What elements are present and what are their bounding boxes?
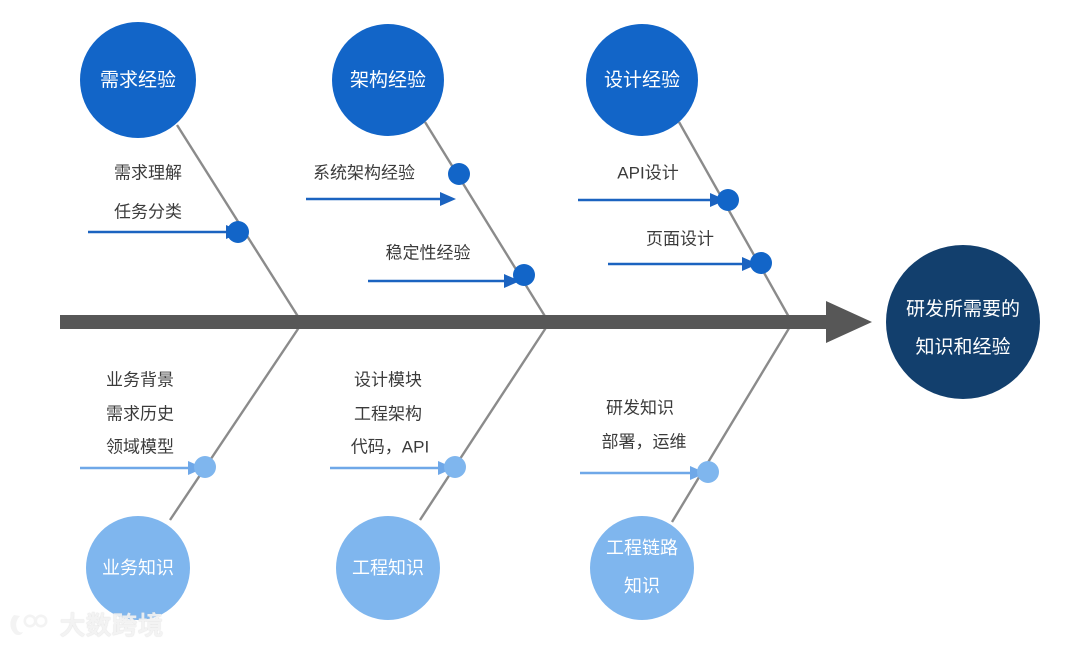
category-label-design: 设计经验 bbox=[604, 69, 680, 91]
cause-label-page-design: 页面设计 bbox=[646, 229, 714, 248]
cause-label-engineering-2: 工程架构 bbox=[354, 404, 422, 423]
category-circle-engineering[interactable] bbox=[336, 516, 440, 620]
category-circle-architecture[interactable] bbox=[332, 24, 444, 136]
cause-label-api-design: API设计 bbox=[617, 163, 678, 182]
spine-bar bbox=[60, 301, 872, 343]
dot-business bbox=[194, 456, 216, 478]
cause-label-business-1: 业务背景 bbox=[106, 370, 174, 389]
bone-dots bbox=[194, 163, 772, 483]
dot-requirement bbox=[227, 221, 249, 243]
lower-cause-labels: 业务背景 需求历史 领域模型 设计模块 工程架构 代码，API 研发知识 部署，… bbox=[106, 370, 687, 456]
category-node-design[interactable]: 设计经验 bbox=[586, 24, 698, 136]
cause-label-engineering-3: 代码，API bbox=[351, 437, 429, 456]
category-circle-pipeline[interactable] bbox=[590, 516, 694, 620]
cause-label-requirement-2: 任务分类 bbox=[114, 202, 182, 221]
cause-label-pipeline-2: 部署，运维 bbox=[602, 432, 687, 451]
category-label-requirement: 需求经验 bbox=[100, 69, 176, 91]
cause-label-system-architecture: 系统架构经验 bbox=[313, 163, 415, 182]
bone-line-architecture bbox=[423, 121, 553, 327]
cause-label-engineering-1: 设计模块 bbox=[354, 370, 422, 389]
dot-pipeline bbox=[697, 461, 719, 483]
bone-line-business bbox=[169, 319, 305, 521]
bone-lines bbox=[169, 121, 796, 523]
arrowhead-page-design bbox=[742, 257, 758, 271]
bone-line-engineering bbox=[418, 319, 553, 521]
bone-line-design bbox=[677, 121, 796, 327]
dot-page-design bbox=[750, 252, 772, 274]
category-label-engineering: 工程知识 bbox=[352, 558, 424, 578]
bone-line-pipeline bbox=[670, 319, 796, 523]
upper-cause-arrows bbox=[88, 192, 758, 288]
cause-label-requirement-1: 需求理解 bbox=[114, 163, 182, 182]
result-label-line1: 研发所需要的 bbox=[906, 298, 1020, 320]
lower-category-nodes: 业务知识 工程知识 工程链路 知识 bbox=[86, 516, 694, 620]
result-circle[interactable] bbox=[886, 245, 1040, 399]
category-node-engineering[interactable]: 工程知识 bbox=[336, 516, 440, 620]
category-label-business: 业务知识 bbox=[102, 558, 174, 578]
dot-stability bbox=[513, 264, 535, 286]
category-circle-design[interactable] bbox=[586, 24, 698, 136]
cause-label-business-3: 领域模型 bbox=[106, 437, 174, 456]
category-node-architecture[interactable]: 架构经验 bbox=[332, 24, 444, 136]
upper-cause-labels: 需求理解 任务分类 系统架构经验 稳定性经验 API设计 页面设计 bbox=[114, 163, 714, 262]
category-circle-requirement[interactable] bbox=[80, 22, 196, 138]
dot-system-architecture bbox=[448, 163, 470, 185]
lower-cause-arrows bbox=[80, 461, 706, 480]
category-node-requirement[interactable]: 需求经验 bbox=[80, 22, 196, 138]
result-node[interactable]: 研发所需要的 知识和经验 bbox=[886, 245, 1040, 399]
category-node-pipeline[interactable]: 工程链路 知识 bbox=[590, 516, 694, 620]
upper-category-nodes: 需求经验 架构经验 设计经验 bbox=[80, 22, 698, 138]
cause-label-business-2: 需求历史 bbox=[106, 404, 174, 423]
cause-label-pipeline-1: 研发知识 bbox=[606, 398, 674, 417]
result-label-line2: 知识和经验 bbox=[915, 336, 1010, 358]
category-label-pipeline-line1: 工程链路 bbox=[606, 538, 678, 558]
arrowhead-stability bbox=[504, 274, 520, 288]
cause-label-stability: 稳定性经验 bbox=[386, 243, 471, 262]
category-label-architecture: 架构经验 bbox=[350, 69, 426, 91]
category-node-business[interactable]: 业务知识 bbox=[86, 516, 190, 620]
arrowhead-system-architecture bbox=[440, 192, 456, 206]
category-circle-business[interactable] bbox=[86, 516, 190, 620]
spine-arrow bbox=[60, 301, 872, 343]
dot-engineering bbox=[444, 456, 466, 478]
category-label-pipeline-line2: 知识 bbox=[624, 576, 660, 596]
dot-api-design bbox=[717, 189, 739, 211]
